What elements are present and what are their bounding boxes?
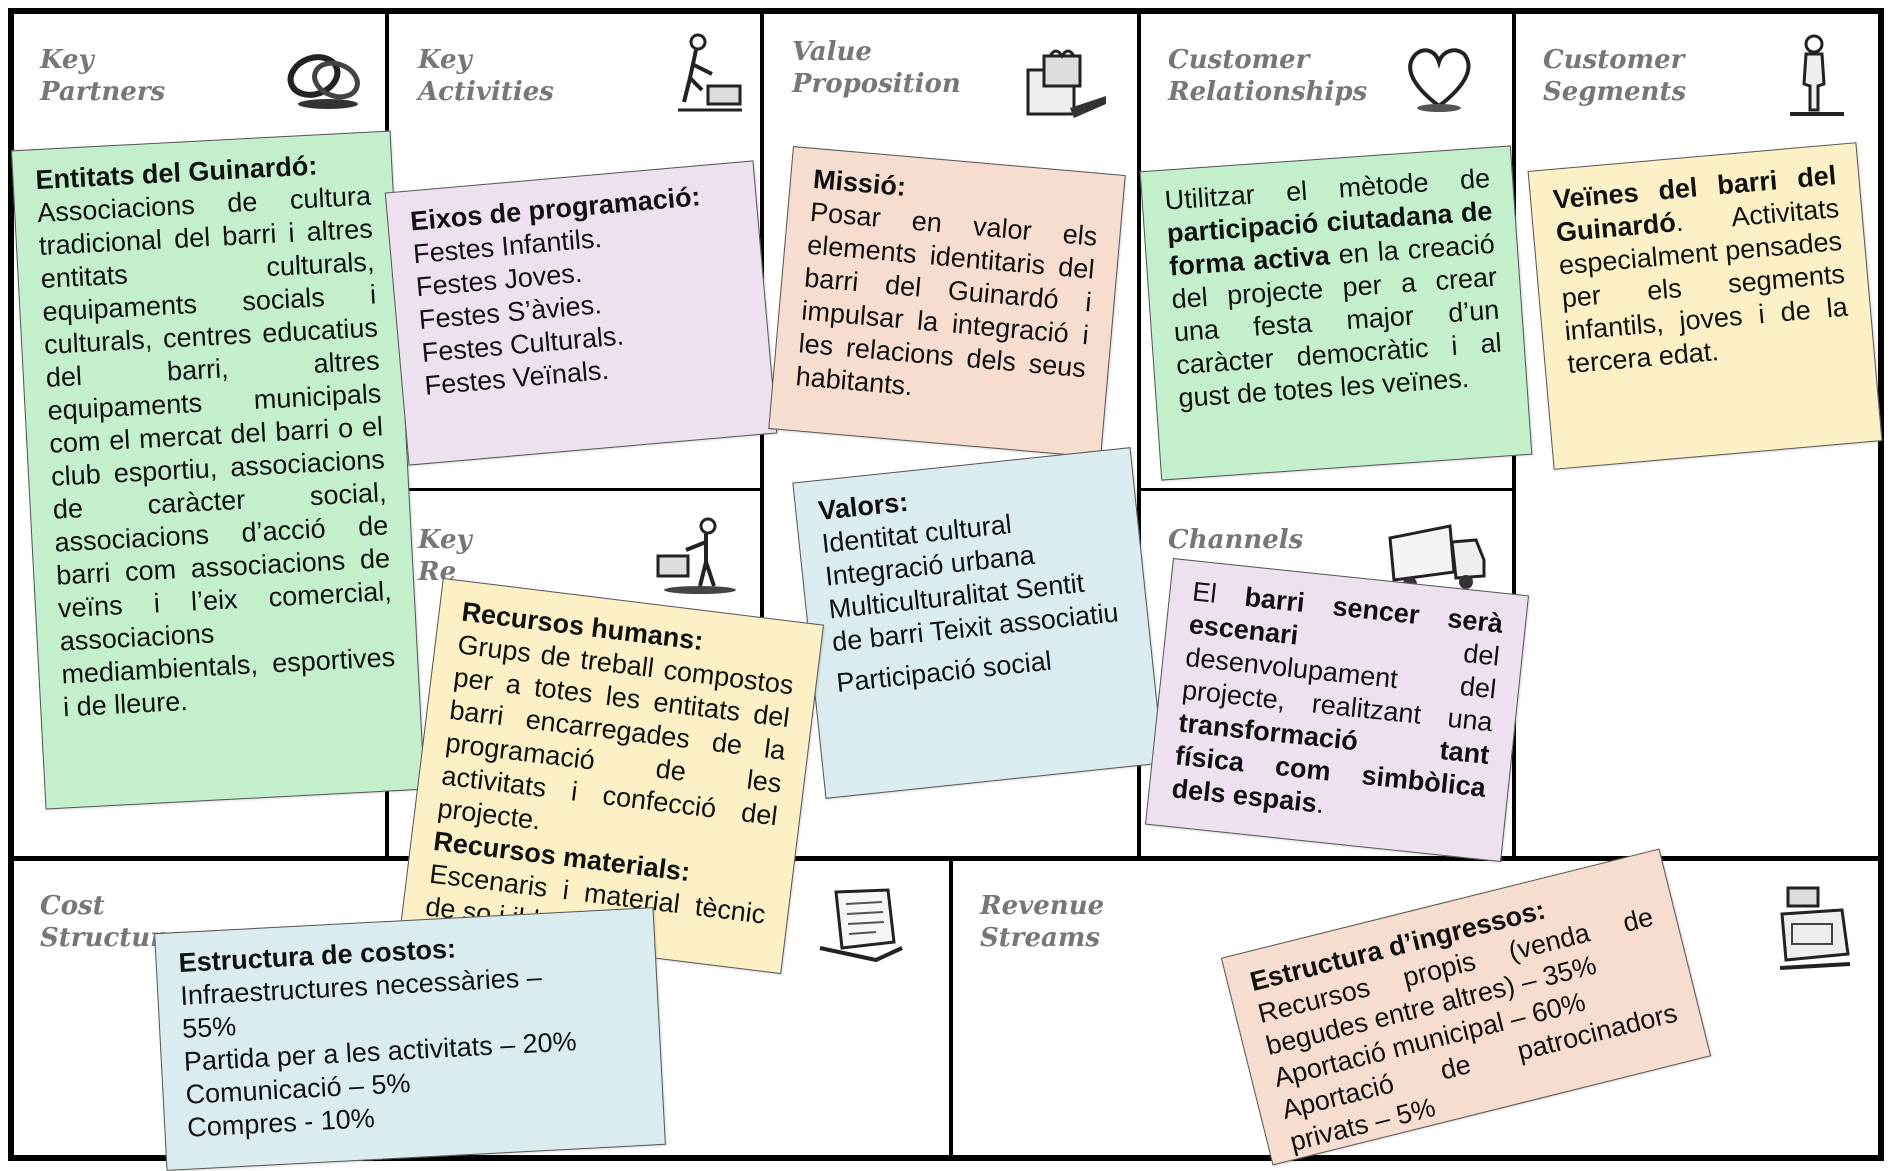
note-customer-segments: Veïnes del barri del Guinardó. Activitat… [1527, 142, 1883, 470]
header-key-resources: Key Re [418, 525, 472, 587]
note-channels: El barri sencer serà escenari del desenv… [1144, 558, 1530, 862]
divider-h-bottom [8, 856, 1884, 861]
worker-cart-icon [656, 517, 736, 594]
person-icon [1790, 34, 1844, 116]
header-channels: Channels [1168, 525, 1304, 555]
worker-icon [678, 33, 742, 112]
divider-v3 [1137, 8, 1141, 860]
divider-h-left [385, 488, 764, 491]
note-customer-relationships: Utilitzar el mètode de participació ciut… [1139, 145, 1533, 481]
border-right [1878, 8, 1884, 1161]
heart-icon [1408, 48, 1471, 112]
header-key-activities: Key Activities [418, 45, 554, 107]
note-values: Valors: Identitat cultural Integració ur… [792, 447, 1164, 799]
header-value-proposition: Value Proposition [792, 37, 961, 99]
channels-text: El barri sencer serà escenari del desenv… [1170, 576, 1505, 820]
note-costs: Estructura de costos: Infraestructures n… [154, 907, 666, 1171]
header-key-partners: Key Partners [40, 45, 166, 107]
divider-h-right [1137, 488, 1516, 491]
customer-segments-text: Veïnes del barri del Guinardó. Activitat… [1551, 160, 1849, 380]
border-top [8, 8, 1884, 14]
gift-icon [1026, 49, 1106, 118]
human-resources-text: Grups de treball compostos per a totes l… [435, 629, 796, 836]
border-bottom [8, 1155, 1884, 1161]
header-customer-relationships: Customer Relationships [1168, 45, 1368, 107]
key-partners-text: Associacions de cultura tradicional del … [36, 180, 396, 723]
note-key-activities: Eixos de programació: Festes Infantils. … [384, 160, 778, 466]
receipt-icon [819, 888, 903, 963]
border-left [8, 8, 14, 1161]
rings-icon [287, 54, 360, 109]
divider-v-bottom [949, 856, 953, 1161]
note-key-partners: Entitats del Guinardó: Associacions de c… [10, 130, 426, 810]
note-revenue: Estructura d’ingressos: Recursos propis … [1220, 848, 1712, 1166]
customer-relationships-text: Utilitzar el mètode de participació ciut… [1163, 162, 1503, 414]
header-revenue-streams: Revenue Streams [980, 891, 1105, 953]
cash-register-icon [1779, 886, 1851, 970]
mission-text: Posar en valor els elements identitaris … [794, 196, 1099, 402]
header-customer-segments: Customer Segments [1543, 45, 1687, 107]
note-mission: Missió: Posar en valor els elements iden… [768, 145, 1126, 459]
truck-icon [1388, 524, 1486, 591]
